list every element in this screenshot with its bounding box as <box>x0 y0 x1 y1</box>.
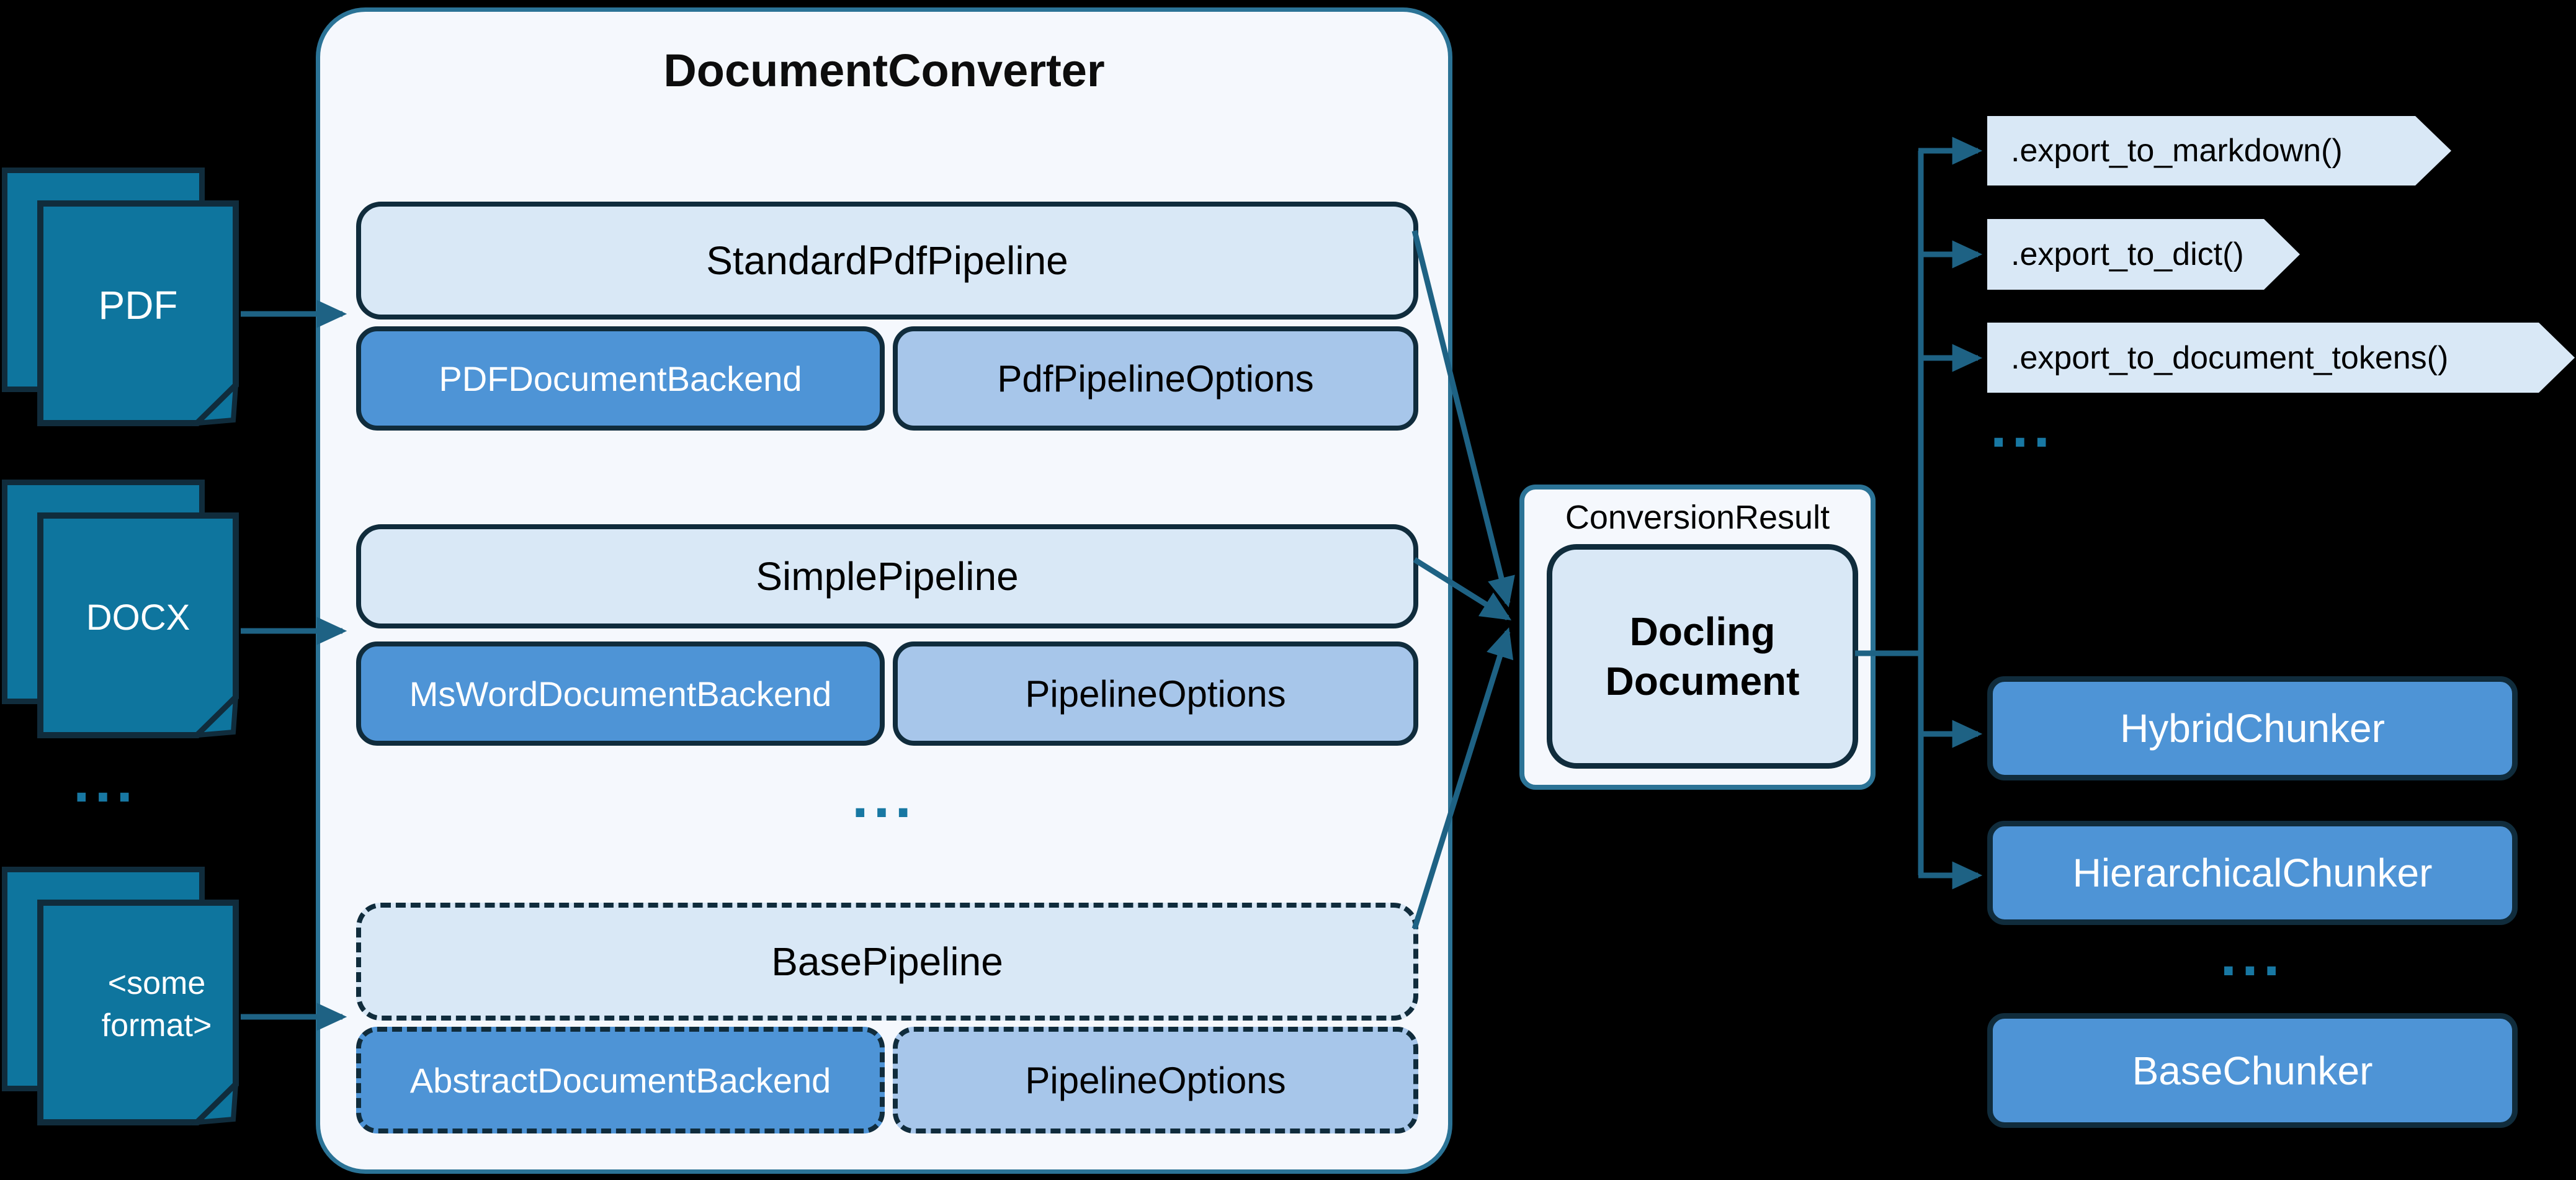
inputs-ellipsis: ... <box>73 748 138 815</box>
export-tag-label: .export_to_markdown() <box>2011 133 2343 169</box>
document-icon <box>37 900 239 1125</box>
options-label: PdfPipelineOptions <box>997 357 1314 400</box>
chunker-box-hybrid: HybridChunker <box>1987 676 2518 780</box>
backend-box-abstract: AbstractDocumentBackend <box>356 1027 885 1133</box>
pipeline-box-base: BasePipeline <box>356 903 1418 1021</box>
chunker-label: HybridChunker <box>2120 706 2385 751</box>
converter-ellipsis: ... <box>851 764 916 830</box>
export-tag-dict: .export_to_dict() <box>1987 219 2300 290</box>
chunker-box-base: BaseChunker <box>1987 1013 2518 1128</box>
backend-box-msword: MsWordDocumentBackend <box>356 641 885 746</box>
exports-ellipsis: ... <box>1990 393 2055 460</box>
input-stack-some-format: <some format> <box>2 867 244 1127</box>
export-tag-label: .export_to_dict() <box>2011 236 2244 272</box>
input-stack-pdf: PDF <box>2 168 244 428</box>
input-format-label: <some format> <box>101 965 212 1044</box>
export-tag-markdown: .export_to_markdown() <box>1987 116 2451 185</box>
input-stack-docx: DOCX <box>2 480 244 740</box>
document-icon <box>37 200 239 426</box>
export-tag-label: .export_to_document_tokens() <box>2011 339 2449 376</box>
conversion-result-box: ConversionResult Docling Document <box>1519 485 1876 790</box>
conversion-result-label: ConversionResult <box>1565 499 1830 536</box>
document-converter-panel: DocumentConverter StandardPdfPipeline PD… <box>316 7 1452 1174</box>
options-box-base: PipelineOptions <box>893 1027 1418 1133</box>
pipeline-label: BasePipeline <box>771 939 1003 984</box>
export-tag-document-tokens: .export_to_document_tokens() <box>1987 323 2575 393</box>
pipeline-box-standard-pdf: StandardPdfPipeline <box>356 202 1418 320</box>
input-format-label: PDF <box>98 283 178 328</box>
options-label: PipelineOptions <box>1025 673 1286 715</box>
pipeline-label: StandardPdfPipeline <box>706 238 1068 283</box>
pipeline-box-simple: SimplePipeline <box>356 524 1418 628</box>
chunker-label: BaseChunker <box>2132 1048 2373 1093</box>
backend-box-pdf: PDFDocumentBackend <box>356 326 885 431</box>
input-format-label: DOCX <box>86 597 190 638</box>
backend-label: MsWordDocumentBackend <box>409 674 832 713</box>
pipeline-label: SimplePipeline <box>756 554 1019 599</box>
chunker-label: HierarchicalChunker <box>2072 851 2433 895</box>
backend-label: AbstractDocumentBackend <box>409 1060 831 1100</box>
chunker-box-hierarchical: HierarchicalChunker <box>1987 821 2518 925</box>
docling-document-box: Docling Document <box>1547 544 1858 769</box>
chunkers-ellipsis: ... <box>2220 922 2285 988</box>
options-box-pipeline: PipelineOptions <box>893 641 1418 746</box>
document-icon <box>37 512 239 738</box>
options-box-pdf: PdfPipelineOptions <box>893 326 1418 431</box>
options-label: PipelineOptions <box>1025 1059 1286 1101</box>
panel-title: DocumentConverter <box>663 45 1105 96</box>
backend-label: PDFDocumentBackend <box>439 359 802 398</box>
docling-document-label: Docling Document <box>1605 609 1800 704</box>
